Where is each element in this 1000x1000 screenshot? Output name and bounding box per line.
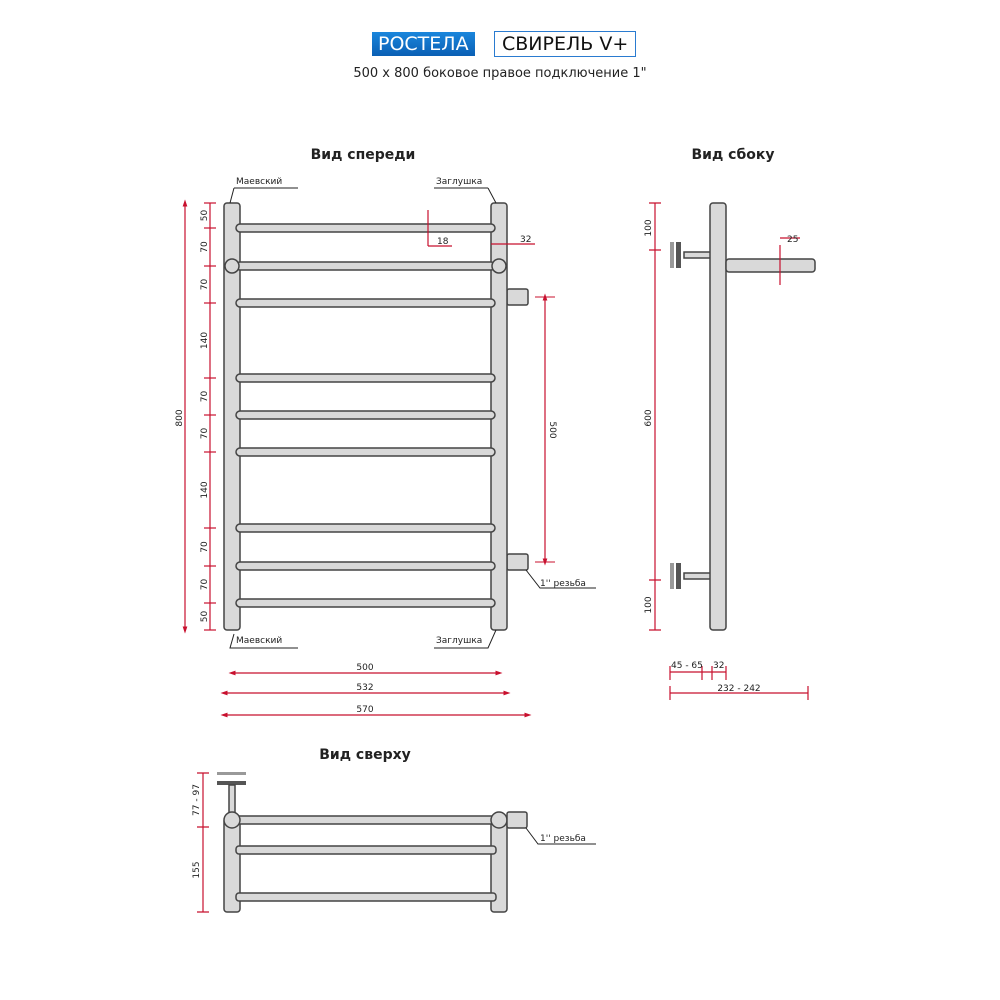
dim-step-label: 70: [200, 579, 210, 591]
dim-step-label: 70: [200, 391, 210, 403]
inlet-top: [506, 288, 529, 306]
dim-side-depth: 232 - 242: [717, 684, 760, 694]
dim-step-label: 140: [200, 332, 210, 349]
dim-post-diameter: 32: [520, 235, 531, 245]
side-view-title: Вид сбоку: [692, 147, 775, 163]
brand-logo: РОСТЕЛА: [372, 32, 475, 56]
front-view: [223, 202, 529, 631]
dim-width-500: 500: [356, 663, 373, 673]
dim-step-label: 70: [200, 428, 210, 440]
dim-center-distance-label: 500: [547, 421, 557, 438]
rung: [235, 410, 496, 420]
dim-rung-post: [427, 210, 535, 247]
rung: [235, 523, 496, 533]
top-view-title: Вид сверху: [319, 747, 411, 763]
dim-side-bottom: 100: [644, 596, 654, 613]
dim-step-label: 50: [200, 210, 210, 222]
model-name: СВИРЕЛЬ V+: [494, 31, 637, 57]
rung: [235, 261, 496, 271]
label-plug-bottom: Заглушка: [436, 636, 482, 646]
dim-top-wall: 77 - 97: [192, 784, 202, 816]
dim-step-label: 70: [200, 541, 210, 553]
label-maevsky-top: Маевский: [236, 177, 282, 187]
side-dims: [649, 202, 800, 631]
label-thread-top: 1'' резьба: [540, 834, 586, 844]
right-joint: [491, 258, 507, 274]
subtitle: 500 x 800 боковое правое подключение 1": [353, 66, 647, 81]
rung: [235, 561, 496, 571]
left-joint: [224, 258, 240, 274]
dim-side-top: 100: [644, 219, 654, 236]
front-view-title: Вид спереди: [311, 147, 416, 163]
dim-side-middle: 600: [644, 409, 654, 426]
top-view: [217, 772, 528, 913]
dim-total-height-label: 800: [175, 409, 185, 426]
dim-side-post: 32: [713, 661, 724, 671]
dim-step-label: 50: [200, 611, 210, 623]
dim-rung-diameter: 18: [437, 237, 449, 247]
dim-step-label: 70: [200, 241, 210, 253]
dim-width-532: 532: [356, 683, 373, 693]
dim-step-label: 70: [200, 279, 210, 291]
dim-width-570: 570: [356, 705, 373, 715]
dim-side-rung: 25: [787, 235, 798, 245]
leader-lines: [229, 187, 497, 649]
label-maevsky-bottom: Маевский: [236, 636, 282, 646]
dim-wall-gap: 45 - 65: [671, 661, 703, 671]
dim-top-depth: 155: [192, 861, 202, 878]
rung: [235, 598, 496, 608]
inlet-bottom: [506, 553, 529, 571]
rung: [235, 298, 496, 308]
rung: [235, 373, 496, 383]
rung: [235, 223, 496, 233]
label-thread-front: 1'' резьба: [540, 579, 586, 589]
label-plug-top: Заглушка: [436, 177, 482, 187]
rung: [235, 447, 496, 457]
side-view: [670, 202, 816, 631]
dim-step-label: 140: [200, 481, 210, 498]
